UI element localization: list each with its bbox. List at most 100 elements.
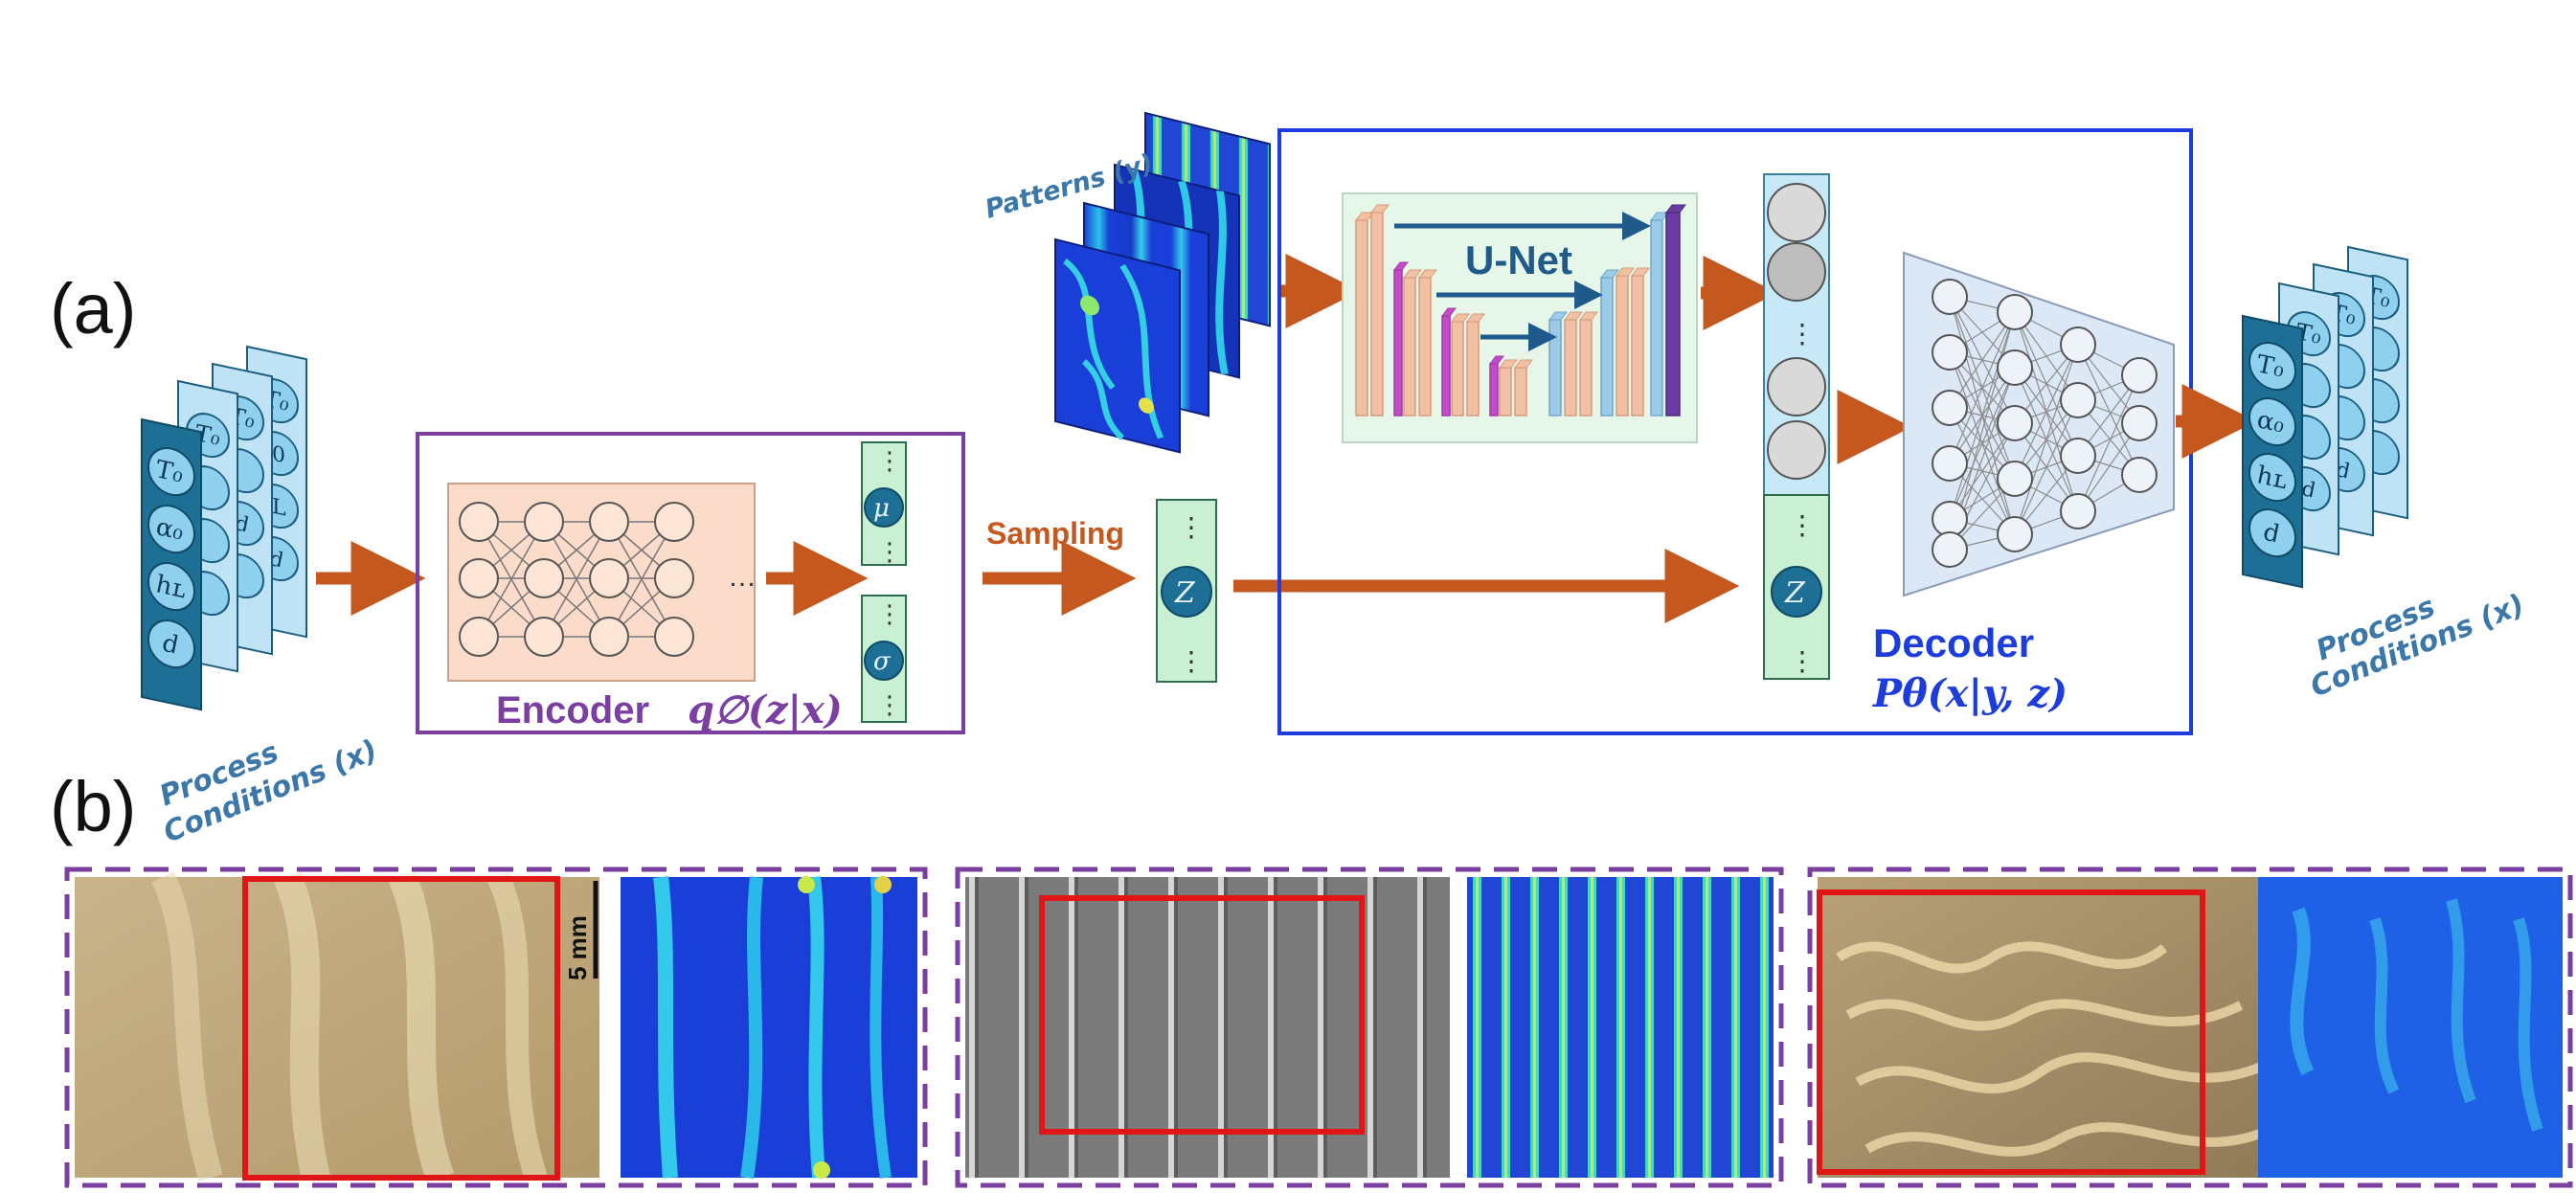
unet-layer-bar-top <box>1514 359 1533 369</box>
nn-node <box>654 502 694 542</box>
nn-node <box>1997 349 2033 386</box>
encoder-label: Encoder <box>496 689 649 732</box>
unet-layer-bar-top <box>1370 204 1390 214</box>
nn-node <box>2121 357 2158 394</box>
encoder-network-graph <box>459 502 694 657</box>
nn-node <box>589 558 629 598</box>
unet-layer-bar <box>1403 277 1416 416</box>
unet-layer-bar <box>1489 363 1499 416</box>
example-group-3 <box>1807 867 2573 1188</box>
nn-node <box>1932 531 1968 568</box>
svg-text:⋮: ⋮ <box>1789 319 1816 349</box>
nn-node <box>2060 382 2096 418</box>
svg-text:T₀: T₀ <box>156 455 183 489</box>
svg-text:…: … <box>728 561 757 593</box>
nn-node <box>2060 438 2096 474</box>
unet-layer-bar <box>1441 315 1451 416</box>
encoder-block: … Encoder q∅(z|x) ⋮ μ ⋮ ⋮ σ ⋮ <box>416 432 965 734</box>
nn-node <box>524 558 564 598</box>
svg-text:hʟ: hʟ <box>156 570 186 604</box>
unet-layer-bar <box>1548 319 1562 416</box>
svg-text:d: d <box>2337 457 2350 484</box>
example-group-2 <box>955 867 1784 1188</box>
unet-layer-bar <box>1564 319 1577 416</box>
nn-node <box>1997 461 2033 497</box>
nn-edge <box>1949 311 2016 520</box>
nn-edge <box>1949 311 2016 409</box>
svg-text:⋮: ⋮ <box>877 446 902 475</box>
svg-text:α₀: α₀ <box>2257 405 2284 439</box>
unet-layer-bar <box>1579 319 1593 416</box>
nn-node <box>2060 326 2096 363</box>
heatmap-2 <box>1467 877 1774 1178</box>
decoder-network <box>1903 251 2175 597</box>
svg-text:⋮: ⋮ <box>877 537 902 566</box>
svg-text:⋮: ⋮ <box>1789 510 1816 540</box>
unet-layer-bar-top <box>1489 355 1504 365</box>
unet-layer-bar-top <box>1548 311 1568 321</box>
nn-edge <box>1949 311 2016 464</box>
nn-node <box>524 617 564 657</box>
panel-label-a: (a) <box>50 269 137 349</box>
nn-node <box>2060 493 2096 529</box>
nn-node <box>589 502 629 542</box>
unet-layer-bar-top <box>1600 269 1619 279</box>
svg-text:⋮: ⋮ <box>877 599 902 628</box>
encoder-border <box>416 432 965 734</box>
unet-layer-bar <box>1600 277 1614 416</box>
nn-node <box>524 502 564 542</box>
unet-layer-bar <box>1616 275 1629 416</box>
nn-edge <box>1949 367 2016 520</box>
encoder-formula: q∅(z|x) <box>688 687 843 732</box>
unet-layer-bar-top <box>1441 307 1457 317</box>
z-latent-vector: ⋮ Z ⋮ <box>1156 499 1217 683</box>
unet-layer-bar-top <box>1466 313 1485 323</box>
example-group-1: 5 mm <box>64 867 928 1188</box>
unet-layer-bar <box>1451 321 1464 416</box>
mu-symbol: μ <box>873 494 890 523</box>
sem-image-2 <box>965 877 1450 1178</box>
svg-text:⋮: ⋮ <box>1789 646 1816 676</box>
decoder-label: Decoder <box>1873 620 2034 665</box>
decoder-input-vector: ⋮ ⋮ Z ⋮ <box>1763 173 1830 680</box>
nn-node <box>1997 294 2033 330</box>
svg-text:T₀: T₀ <box>2257 349 2284 384</box>
unet-layer-bar <box>1418 277 1432 416</box>
svg-text:⋮: ⋮ <box>1178 646 1205 676</box>
nn-node <box>2121 457 2158 493</box>
svg-text:d: d <box>2302 476 2316 504</box>
unet-layer-bar <box>1631 275 1644 416</box>
crop-box-3 <box>1817 889 2205 1175</box>
svg-text:⋮: ⋮ <box>1178 512 1205 542</box>
unet-layer-bar <box>1355 219 1368 416</box>
nn-node <box>1932 501 1968 537</box>
svg-text:d: d <box>270 546 283 574</box>
unet-layer-bar-top <box>1579 311 1598 321</box>
nn-node <box>459 617 499 657</box>
svg-text:α₀: α₀ <box>156 512 183 547</box>
nn-edge <box>478 521 545 638</box>
unet-layer-bar <box>1650 219 1663 416</box>
unet-layer-bar <box>1514 367 1527 416</box>
unet-architecture-icon: U-Net <box>1342 192 1698 443</box>
svg-text:hʟ: hʟ <box>2257 461 2287 495</box>
unet-layer-bar <box>1466 321 1480 416</box>
svg-text:0: 0 <box>272 441 285 469</box>
unet-layer-bar-top <box>1616 267 1635 277</box>
sand-dune-image-3 <box>1818 877 2289 1178</box>
nn-node <box>1932 445 1968 482</box>
unet-layer-bar <box>1665 212 1681 416</box>
scale-label: 5 mm <box>563 915 592 980</box>
unet-layer-bar-top <box>1403 269 1422 279</box>
unet-layer-bar-top <box>1451 313 1470 323</box>
nn-edge <box>543 521 610 638</box>
crop-box-1 <box>242 876 560 1181</box>
nn-edge <box>1949 422 2016 520</box>
process-conditions-front-plane: T₀ α₀ hʟ d <box>141 417 202 711</box>
nn-edge <box>2014 399 2079 535</box>
nn-edge <box>2014 344 2079 480</box>
nn-edge <box>2077 374 2140 512</box>
svg-text:d: d <box>163 629 179 661</box>
